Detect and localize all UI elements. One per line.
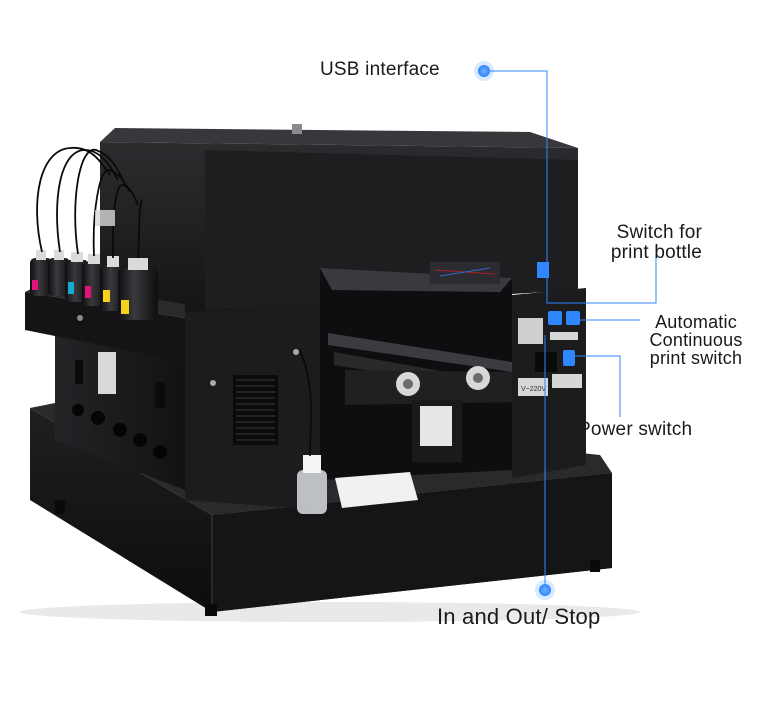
left-cabinet <box>55 330 185 490</box>
ink-bottle <box>118 258 158 320</box>
usb-interface-label: USB interface <box>320 59 440 80</box>
in-out-callout-dot <box>539 584 551 596</box>
switch-print-bottle-label: Switch for print bottle <box>590 223 702 263</box>
ink-tray <box>25 147 185 362</box>
switch-print-bottle-line-1: Switch for <box>616 222 702 243</box>
ink-tubes <box>36 147 143 259</box>
callout-leaders <box>484 70 657 590</box>
in-out-callout-glow <box>535 580 555 600</box>
usb-callout-glow <box>474 61 494 81</box>
switch-print-bottle-line-2: print bottle <box>610 242 702 263</box>
control-panel: V~220V <box>512 288 586 478</box>
bottle-switch-leader <box>546 245 657 304</box>
power-switch-leader <box>568 355 621 417</box>
side-panel <box>185 300 322 510</box>
usb-callout-dot <box>478 65 490 77</box>
power-switch-label: Power switch <box>578 419 693 440</box>
auto-continuous-label: Automatic Continuous print switch <box>636 313 756 367</box>
floor-shadow <box>20 602 640 622</box>
ink-bottle <box>30 250 52 296</box>
print-cavity <box>297 262 520 514</box>
auto-continuous-line-2: Continuous <box>649 330 743 350</box>
usb-leader <box>484 70 548 268</box>
in-out-stop-label: In and Out/ Stop <box>437 604 601 629</box>
voltage-label: V~220V <box>521 386 546 393</box>
auto-continuous-line-3: print switch <box>649 348 743 368</box>
auto-continuous-line-1: Automatic <box>655 312 737 332</box>
ink-bottle <box>48 250 70 296</box>
